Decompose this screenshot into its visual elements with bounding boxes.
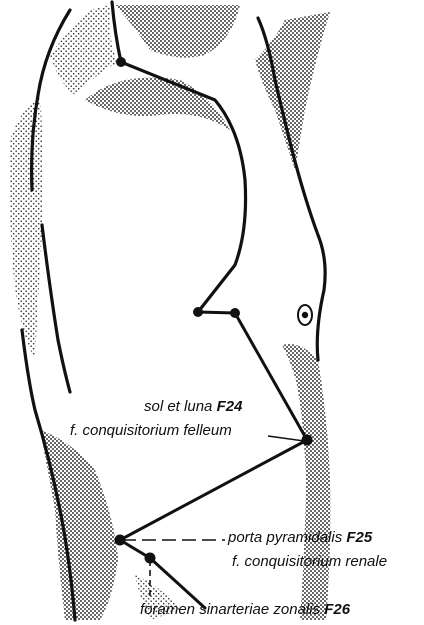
point-dot-shoulder bbox=[116, 57, 126, 67]
code-f26: F26 bbox=[324, 601, 350, 618]
point-dot-f26 bbox=[145, 553, 156, 564]
code-f25: F25 bbox=[346, 529, 372, 546]
code-f24: F24 bbox=[217, 398, 243, 415]
label-f25-alt: f. conquisitorium renale bbox=[232, 553, 387, 571]
point-dot-upper-left bbox=[193, 307, 203, 317]
point-dot-upper-right bbox=[230, 308, 240, 318]
shading bbox=[10, 5, 331, 620]
point-dot-f25 bbox=[115, 535, 126, 546]
label-f24-alt: f. conquisitorium felleum bbox=[70, 422, 232, 440]
point-dot-f24 bbox=[302, 435, 313, 446]
leader-lines bbox=[122, 436, 304, 600]
label-f24-latin: sol et luna F24 bbox=[144, 398, 242, 416]
label-f25-latin: porta pyramidalis F25 bbox=[228, 529, 372, 547]
nipple-mark bbox=[298, 305, 312, 325]
label-f26: foramen sinarteriae zonalis F26 bbox=[140, 601, 350, 619]
